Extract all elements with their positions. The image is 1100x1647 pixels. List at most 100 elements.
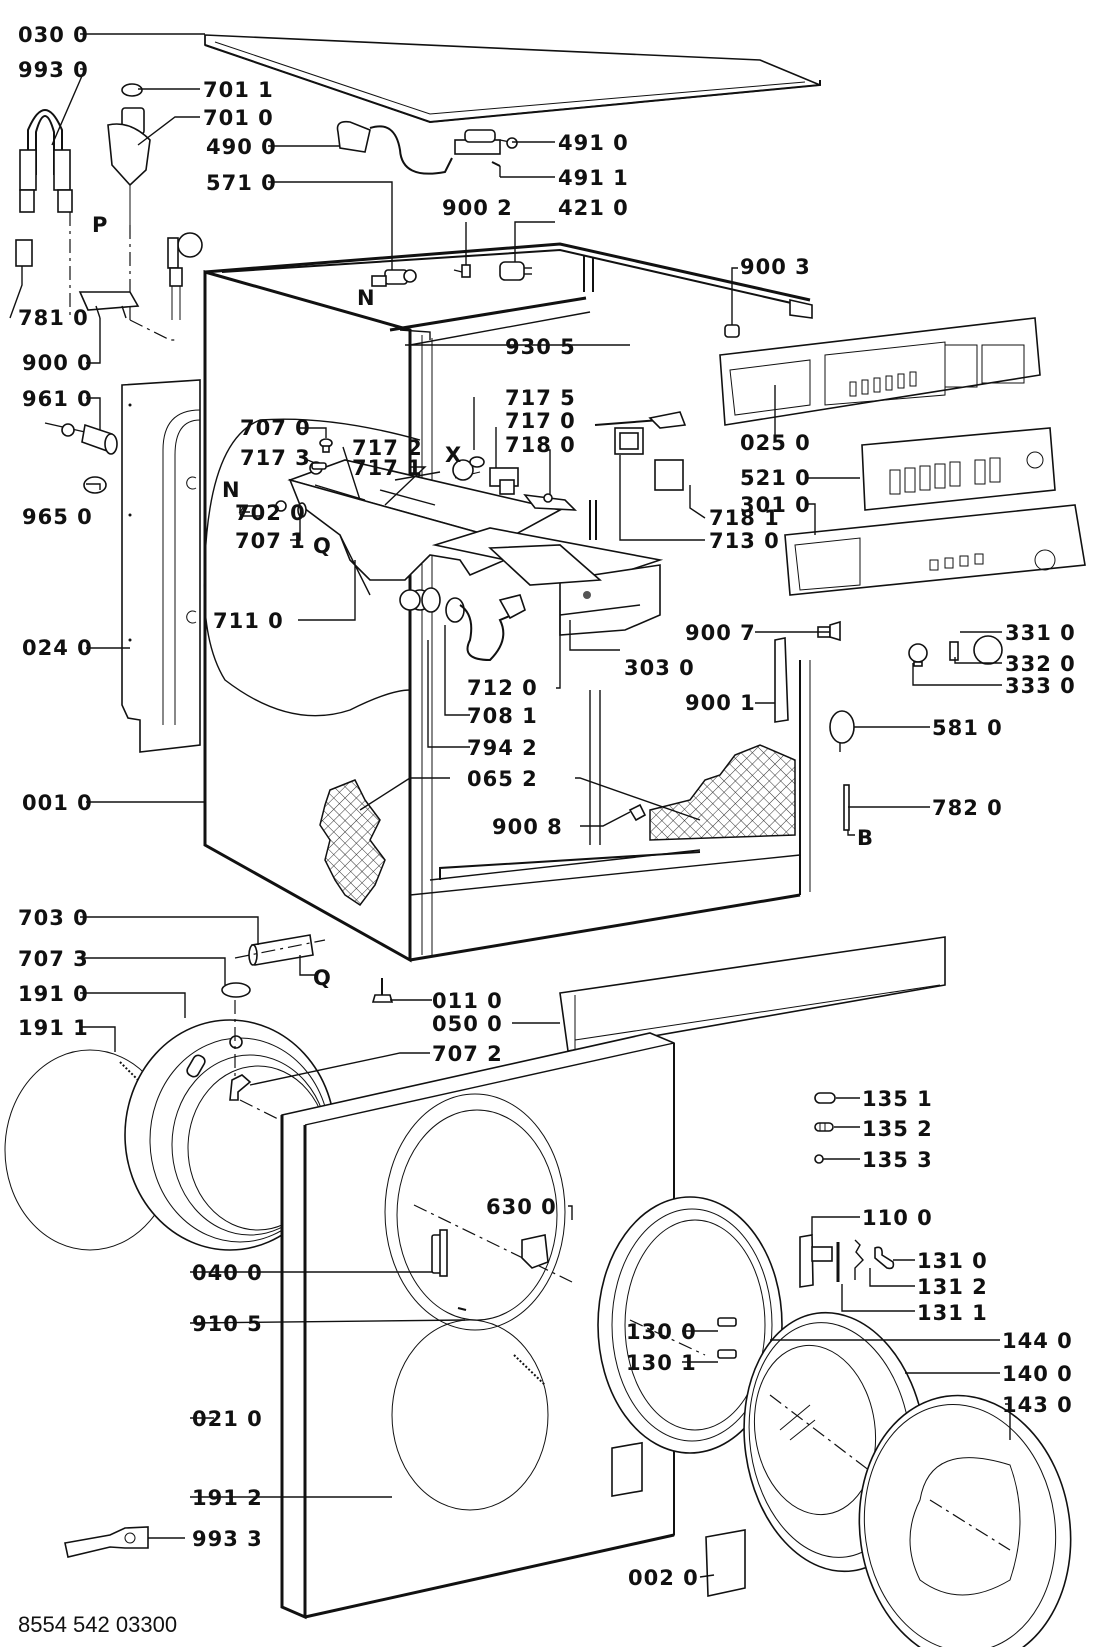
callout-707-1: 707 1: [235, 529, 306, 553]
letter-p: P: [92, 213, 107, 237]
inlet-hose: [15, 109, 73, 320]
hinge-cover-002: [705, 1529, 746, 1597]
callout-707-3: 707 3: [18, 947, 89, 971]
part-707-0: [319, 438, 333, 453]
door-frame-ring: [597, 1196, 783, 1454]
callout-040-0: 040 0: [192, 1261, 263, 1285]
damper-961: [44, 422, 118, 455]
callout-labels: 030 0 993 0 701 1 701 0 490 0 491 0 491 …: [18, 23, 1076, 1637]
callout-717-2: 717 2: [352, 436, 423, 460]
callout-701-0: 701 0: [203, 106, 274, 130]
pressure-switch-571: [371, 269, 417, 287]
drain-bend: [421, 587, 526, 662]
knob-insert-332: [949, 641, 959, 661]
callout-491-1: 491 1: [558, 166, 629, 190]
part-135-2: [814, 1122, 834, 1132]
callout-900-7: 900 7: [685, 621, 756, 645]
door-handle: [799, 1234, 895, 1288]
callout-630-0: 630 0: [486, 1195, 557, 1219]
switch-900-1: [774, 637, 789, 723]
callout-717-1: 717 1: [352, 456, 423, 480]
callout-025-0: 025 0: [740, 431, 811, 455]
top-lid: [204, 34, 821, 124]
callout-707-2: 707 2: [432, 1042, 503, 1066]
callout-131-0: 131 0: [917, 1249, 988, 1273]
hose-bracket: [78, 291, 140, 319]
cutaway-outline: [203, 418, 421, 717]
insulation-right: [649, 744, 796, 841]
capacitor-421: [499, 261, 532, 281]
callout-900-2: 900 2: [442, 196, 513, 220]
callout-130-1: 130 1: [626, 1351, 697, 1375]
callout-135-2: 135 2: [862, 1117, 933, 1141]
callout-301-0: 301 0: [740, 493, 811, 517]
callout-718-1: 718 1: [709, 506, 780, 530]
callout-050-0: 050 0: [432, 1012, 503, 1036]
grommet-965: [83, 476, 107, 494]
callout-002-0: 002 0: [628, 1566, 699, 1590]
callout-702-0: 702 0: [235, 501, 306, 525]
control-panel-301: [784, 504, 1086, 596]
callout-333-0: 333 0: [1005, 674, 1076, 698]
letter-b: B: [857, 826, 873, 850]
clip-900-2: [453, 264, 471, 278]
plinth: [559, 936, 946, 1052]
control-frame-025: [719, 317, 1041, 426]
leader-lines: [9, 33, 1011, 1578]
callout-571-0: 571 0: [206, 171, 277, 195]
part-707-1: [297, 502, 307, 518]
valve-part: [107, 83, 175, 341]
part-135-1: [814, 1092, 836, 1104]
clip-900-3: [724, 324, 740, 338]
callout-713-0: 713 0: [709, 529, 780, 553]
callout-421-0: 421 0: [558, 196, 629, 220]
solenoid-valve: [469, 456, 578, 511]
callout-521-0: 521 0: [740, 466, 811, 490]
callout-794-2: 794 2: [467, 736, 538, 760]
callout-717-3: 717 3: [240, 446, 311, 470]
callout-011-0: 011 0: [432, 989, 503, 1013]
callout-965-0: 965 0: [22, 505, 93, 529]
callout-024-0: 024 0: [22, 636, 93, 660]
callout-140-0: 140 0: [1002, 1362, 1073, 1386]
callout-143-0: 143 0: [1002, 1393, 1073, 1417]
callout-030-0: 030 0: [18, 23, 89, 47]
inlet-elbow: [167, 232, 203, 320]
callout-331-0: 331 0: [1005, 621, 1076, 645]
callout-135-1: 135 1: [862, 1087, 933, 1111]
pressure-switch-581: [829, 710, 855, 752]
side-panel: [121, 379, 201, 753]
letter-q-top: Q: [313, 534, 331, 558]
letter-q-mid: Q: [313, 966, 331, 990]
callout-910-5: 910 5: [192, 1312, 263, 1336]
callout-718-0: 718 0: [505, 433, 576, 457]
callout-993-3: 993 3: [192, 1527, 263, 1551]
callout-144-0: 144 0: [1002, 1329, 1073, 1353]
mains-cable: [336, 120, 453, 175]
knob-331: [973, 635, 1003, 665]
part-718-1: [654, 459, 684, 491]
tool-993-3: [64, 1526, 149, 1558]
part-135-3: [814, 1154, 824, 1164]
callout-303-0: 303 0: [624, 656, 695, 680]
callout-782-0: 782 0: [932, 796, 1003, 820]
callout-712-0: 712 0: [467, 676, 538, 700]
callout-708-1: 708 1: [467, 704, 538, 728]
callout-581-0: 581 0: [932, 716, 1003, 740]
callout-717-0: 717 0: [505, 409, 576, 433]
callout-993-0: 993 0: [18, 58, 89, 82]
callout-900-8: 900 8: [492, 815, 563, 839]
callout-711-0: 711 0: [213, 609, 284, 633]
callout-703-0: 703 0: [18, 906, 89, 930]
callout-130-0: 130 0: [626, 1320, 697, 1344]
callout-191-0: 191 0: [18, 982, 89, 1006]
callout-021-0: 021 0: [192, 1407, 263, 1431]
seal-707-3: [221, 982, 251, 998]
callout-332-0: 332 0: [1005, 652, 1076, 676]
part-717-3: [311, 462, 327, 470]
callout-900-0: 900 0: [22, 351, 93, 375]
callout-065-2: 065 2: [467, 767, 538, 791]
part-702-0: [239, 500, 287, 517]
callout-191-1: 191 1: [18, 1016, 89, 1040]
